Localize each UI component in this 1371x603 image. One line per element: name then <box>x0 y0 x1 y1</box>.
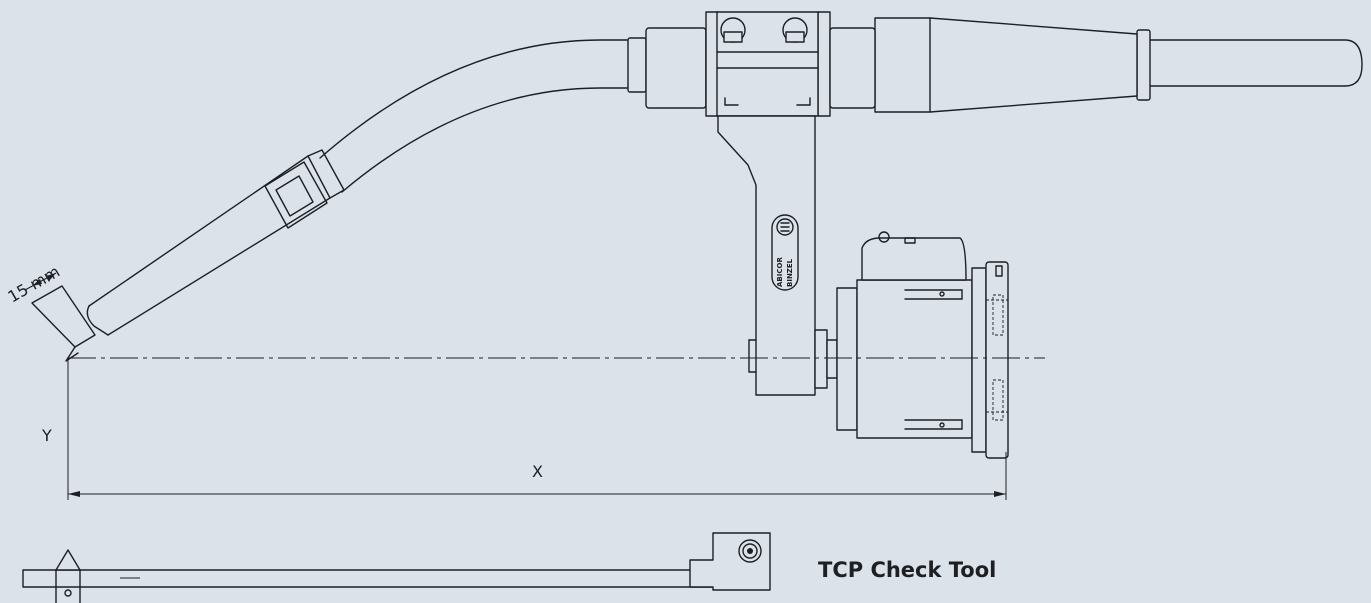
clamp-screw-left-icon <box>720 17 746 43</box>
dimension-y-label: Y <box>41 426 52 445</box>
cable-ring <box>1136 29 1151 101</box>
mounting-flange <box>814 231 973 439</box>
bracket-arm <box>717 115 816 396</box>
clamp-screw-right-icon <box>782 17 808 43</box>
nozzle-body <box>86 149 345 336</box>
binzel-logo: ABICOR BINZEL <box>771 214 799 291</box>
tcp-check-tool <box>22 532 771 603</box>
dimension-x <box>68 452 1007 500</box>
dimension-15mm <box>24 272 57 291</box>
dimension-x-label: X <box>532 462 543 481</box>
dimension-15mm-label: 15 mm <box>5 262 64 307</box>
cable-hose <box>1149 39 1363 87</box>
flange-ring <box>971 261 1009 459</box>
cable-sleeve <box>874 17 1138 113</box>
logo-line2: BINZEL <box>786 258 794 287</box>
contact-tip <box>31 285 96 362</box>
nozzle-window <box>264 161 328 229</box>
torch-neck <box>319 39 649 193</box>
neck-collar <box>627 11 876 117</box>
tool-caption: TCP Check Tool <box>818 558 997 582</box>
logo-line1: ABICOR <box>776 257 784 287</box>
